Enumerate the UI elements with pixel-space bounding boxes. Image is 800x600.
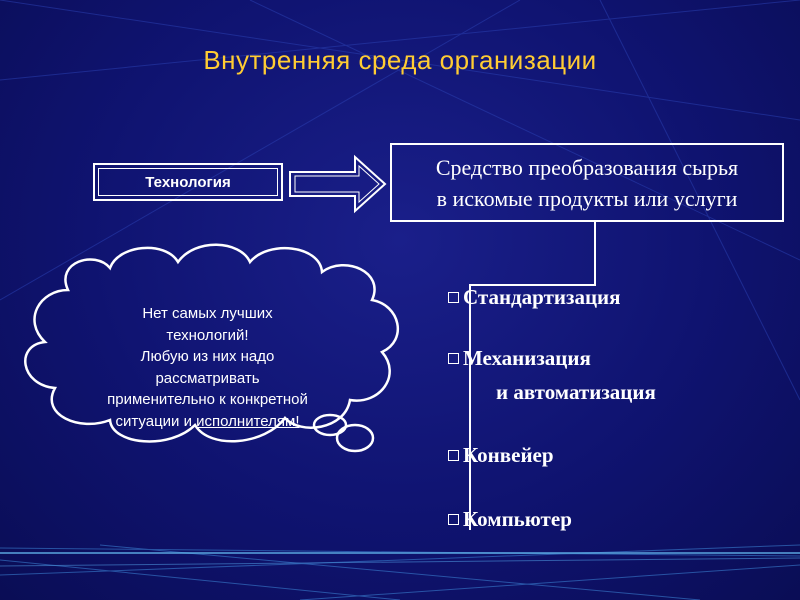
list-item-label: Стандартизация [463, 285, 621, 309]
list-item: Конвейер [448, 443, 554, 468]
list-item: Стандартизация [448, 285, 621, 310]
cloud-line: технологий! [166, 326, 249, 344]
cloud-line: рассматривать [155, 369, 260, 387]
slide-title: Внутренняя среда организации [203, 45, 597, 75]
technology-label: Технология [98, 168, 278, 196]
list-item-label: Механизация [463, 346, 591, 370]
cloud-line: Любую из них надо [140, 348, 275, 365]
cloud-line-prefix: ситуации и [115, 412, 197, 430]
thought-cloud [24, 243, 400, 453]
cloud-text: Нет самых лучших технологий! Любую из ни… [70, 303, 345, 432]
checkbox-bullet-icon [448, 513, 459, 525]
checkbox-bullet-icon [448, 449, 459, 461]
cloud-line: Нет самых лучших [142, 305, 273, 322]
list-item-continuation: и автоматизация [496, 380, 656, 404]
cloud-line: применительно к конкретной [107, 391, 308, 408]
definition-box: Средство преобразования сырья в искомые … [390, 143, 784, 222]
technology-box: Технология [93, 163, 283, 201]
checkbox-bullet-icon [448, 291, 459, 303]
list-item: Компьютер [448, 507, 572, 532]
connector-line [469, 222, 596, 530]
arrow-right-icon [289, 154, 387, 214]
list-item: Механизация [448, 346, 591, 371]
definition-line: в искомые продукты или услуги [436, 186, 738, 211]
checkbox-bullet-icon [448, 352, 459, 364]
list-item-label: Компьютер [463, 507, 572, 531]
cloud-line-underlined: исполнителям! [196, 412, 300, 430]
definition-line: Средство преобразования сырья [435, 155, 739, 180]
list-item-label: Конвейер [463, 443, 554, 467]
cloud-line: ситуации и исполнителям! [70, 411, 345, 433]
